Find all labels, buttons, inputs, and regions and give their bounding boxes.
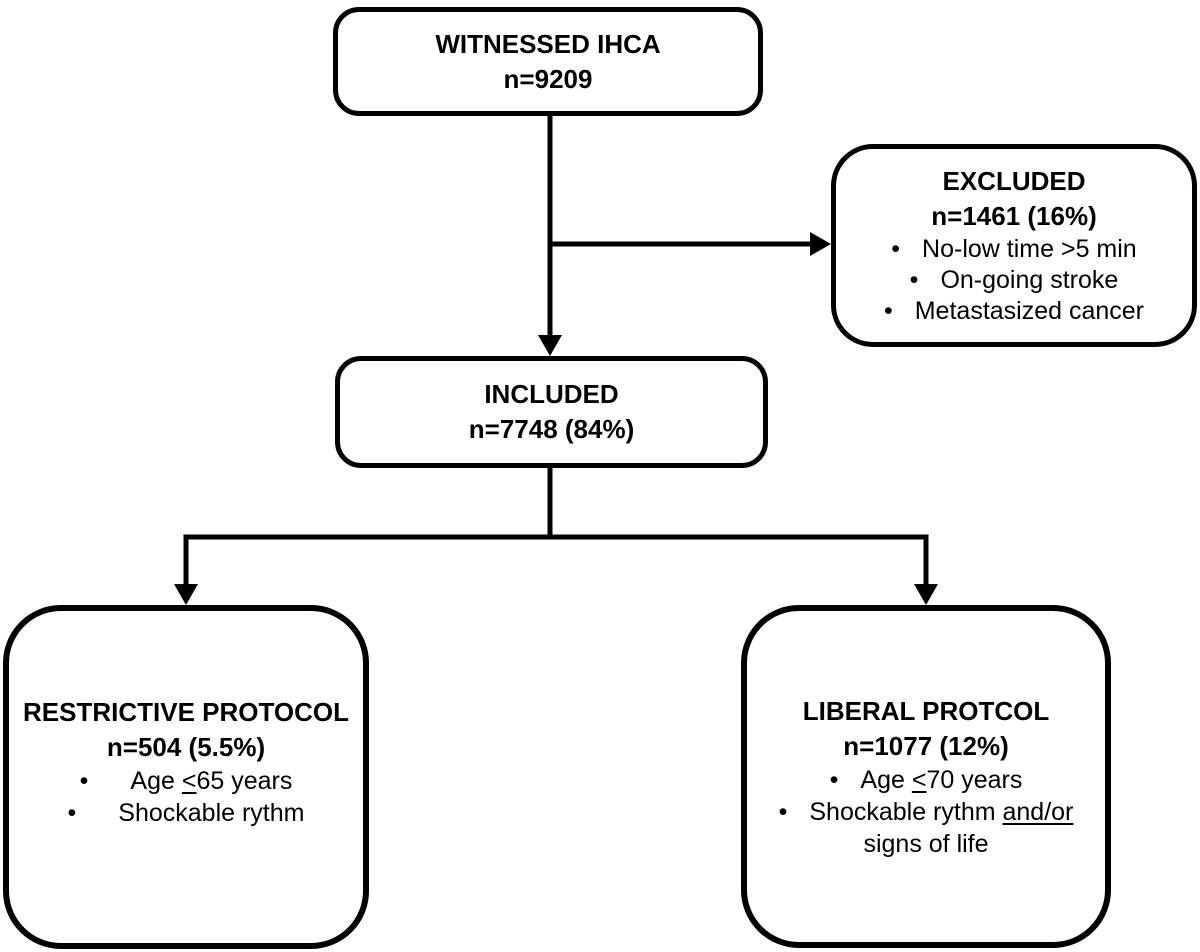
bullet-item: • On-going stroke bbox=[910, 265, 1119, 296]
arrowhead-into-liberal bbox=[914, 584, 938, 605]
bullet-text: Shockable rythm bbox=[118, 799, 305, 827]
bullet-item-rhythm: • Shockable rythm bbox=[68, 797, 305, 829]
arrowhead-into-included bbox=[538, 335, 562, 356]
bullet-text: Shockable rythm and/or bbox=[809, 797, 1074, 826]
liberal-protocol-box: LIBERAL PROTCOL n=1077 (12%) • Age <70 ye… bbox=[741, 605, 1111, 948]
box-title: EXCLUDED bbox=[942, 166, 1086, 196]
bullet-text: Age <70 years bbox=[860, 765, 1023, 794]
bullet-text: Metastasized cancer bbox=[914, 297, 1145, 325]
bullet-dot: • bbox=[909, 266, 919, 294]
excluded-box: EXCLUDED n=1461 (16%) •No-low time >5 mi… bbox=[831, 144, 1197, 347]
underlined-lte: < bbox=[911, 765, 927, 794]
box-count: n=1461 (16%) bbox=[931, 201, 1097, 231]
box-count: n=504 (5.5%) bbox=[106, 732, 266, 762]
bullet-text: No-low time >5 min bbox=[922, 235, 1137, 263]
bullet-dot: • bbox=[829, 765, 839, 794]
included-box: INCLUDED n=7748 (84%) bbox=[335, 356, 768, 468]
bullet-text: On-going stroke bbox=[940, 266, 1119, 294]
bullet-dot: • bbox=[67, 799, 77, 827]
bullet-dot: • bbox=[883, 297, 893, 325]
arrowhead-into-restrictive bbox=[174, 584, 198, 605]
box-count: n=9209 bbox=[503, 63, 593, 94]
arrowhead-into-excluded bbox=[810, 232, 831, 256]
underlined-lte: < bbox=[181, 767, 197, 795]
bullet-text: Age <65 years bbox=[130, 767, 293, 795]
bullet-item: • No-low time >5 min bbox=[891, 234, 1136, 265]
witnessed-ihca-box: WITNESSED IHCA n=9209 bbox=[333, 7, 763, 116]
box-title: WITNESSED IHCA bbox=[435, 28, 661, 59]
box-title: INCLUDED bbox=[484, 379, 619, 409]
underlined-andor: and/or bbox=[1002, 797, 1074, 826]
bullet-item-rhythm: • Shockable rythm and/or bbox=[779, 796, 1074, 828]
restrictive-protocol-box: RESTRICTIVE PROTOCOL n=504 (5.5%) • Age <… bbox=[3, 605, 369, 949]
bullet-dot: • bbox=[79, 767, 89, 795]
box-count: n=7748 (84%) bbox=[468, 414, 635, 444]
box-title: LIBERAL PROTCOL bbox=[802, 695, 1050, 726]
box-title: RESTRICTIVE PROTOCOL bbox=[23, 697, 349, 727]
bullet-continuation: signs of life bbox=[863, 829, 989, 858]
box-count: n=1077 (12%) bbox=[843, 730, 1009, 761]
bullet-item-age-limit: • Age <70 years bbox=[830, 764, 1023, 796]
bullet-dot: • bbox=[891, 235, 901, 263]
bullet-item-age-limit: • Age <65 years bbox=[80, 765, 293, 797]
bullet-dot: • bbox=[778, 797, 788, 826]
bullet-item: • Metastasized cancer bbox=[884, 296, 1144, 327]
